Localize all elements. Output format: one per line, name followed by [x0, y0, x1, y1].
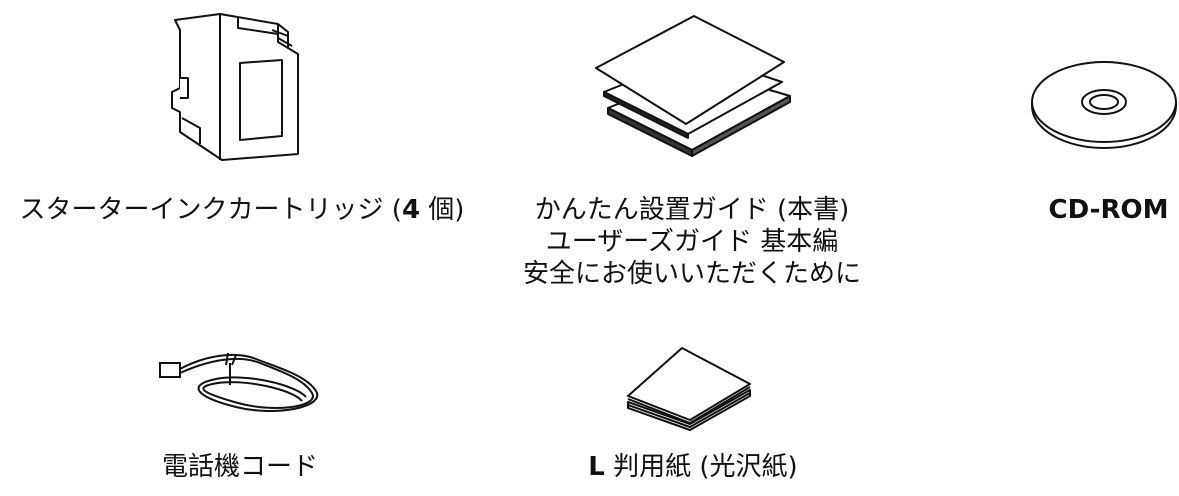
cd-rom-label: CD-ROM [1046, 194, 1171, 226]
guide-books-label: かんたん設置ガイド (本書) ユーザーズガイド 基本編 安全にお使いいただくため… [488, 194, 896, 290]
cd-rom-label-text: CD-ROM [1048, 195, 1169, 225]
guide-line-3: 安全にお使いいただくために [522, 259, 861, 289]
phone-cord-label: 電話機コード [120, 451, 360, 483]
phone-cord-label-text: 電話機コード [161, 452, 318, 482]
ink-cartridge-label: スターターインクカートリッジ (4 個) [6, 194, 478, 226]
guide-books-illustration [594, 10, 794, 160]
guide-line-2: ユーザーズガイド 基本編 [545, 227, 839, 257]
cd-rom-illustration [1024, 56, 1179, 156]
photo-paper-label-tail: 判用紙 (光沢紙) [604, 452, 798, 482]
photo-paper-label-size: L [588, 452, 605, 482]
phone-cord-illustration [156, 345, 326, 425]
ink-label-main: スターターインクカートリッジ ( [19, 195, 402, 225]
ink-label-count: 4 [401, 195, 421, 225]
ink-label-tail: 個) [420, 195, 465, 225]
photo-paper-illustration [620, 340, 760, 440]
guide-line-1: かんたん設置ガイド (本書) [534, 195, 850, 225]
photo-paper-label: L 判用紙 (光沢紙) [548, 451, 838, 483]
ink-cartridge-illustration [160, 8, 310, 163]
